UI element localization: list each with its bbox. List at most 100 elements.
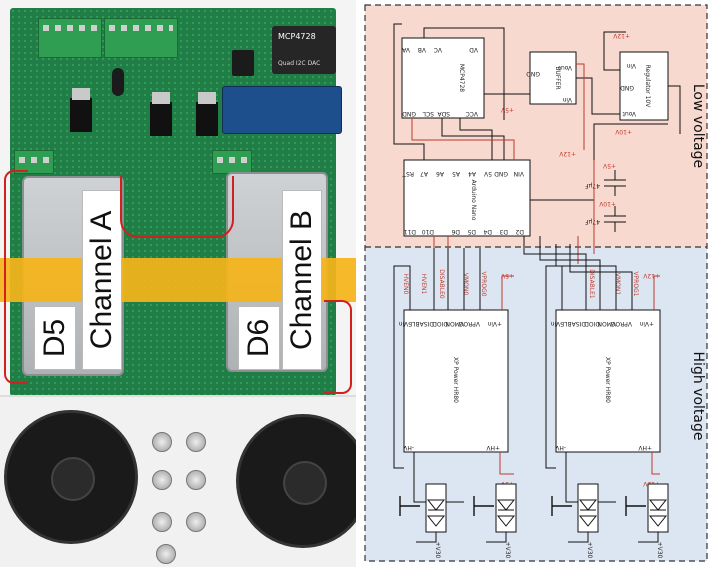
arduino-pin-d3: D3: [499, 228, 508, 235]
led-assembly-4: [647, 483, 669, 533]
bolt-4: [186, 470, 206, 490]
capacitor-2-value: 47μF: [585, 218, 600, 225]
net-label-vprog1: VPROG1: [632, 271, 639, 296]
bolt-3: [152, 470, 172, 490]
dac-module-box: [401, 37, 485, 119]
driver-b-box: [555, 309, 661, 453]
transistor-3: [196, 92, 218, 136]
dac-module: MCP4728 Quad I2C DAC: [272, 26, 336, 74]
arduino-pin-rst: RST: [402, 170, 414, 177]
capacitor-2: [604, 206, 626, 232]
driver-b-pin-vin-neg: -Vin: [551, 320, 562, 327]
arduino-name: Arduino Nano: [470, 180, 477, 221]
power-label-6: +10V: [598, 200, 616, 207]
d5-label-text: D5: [37, 318, 71, 358]
circuit-schematic: Low voltage High voltage MCP4728 VA VB V…: [364, 4, 708, 562]
driver-a-pin-vin-neg: -Vin: [399, 320, 410, 327]
arduino-pin-d11: D11: [404, 228, 416, 235]
screw-terminal-small-right: [212, 150, 252, 174]
output-label-3: +V30: [586, 542, 593, 559]
arduino-box: [403, 159, 531, 237]
dac-pin-gnd: GND: [402, 110, 416, 117]
arduino-pin-gnd: GND: [494, 170, 508, 177]
driver-a-pin-hv-pos: +HV: [485, 444, 500, 451]
dac-pin-va: VA: [401, 46, 410, 53]
capacitor-1-value: 47μF: [585, 182, 600, 189]
screw-terminal-block-left: [38, 18, 102, 58]
net-label-vprog0: VPROG0: [480, 271, 487, 296]
schematic-canvas: Low voltage High voltage MCP4728 VA VB V…: [364, 4, 708, 562]
arduino-pin-a7: A7: [420, 170, 428, 177]
net-label-vmon0: VMON0: [462, 273, 469, 295]
led-assembly-1: [425, 483, 447, 533]
power-label-2: +12V: [612, 32, 630, 39]
channel-a-label-text: Channel A: [85, 210, 119, 350]
regulator-box: [619, 51, 669, 121]
d6-label: D6: [238, 306, 280, 370]
dac-module-label: MCP4728: [278, 32, 316, 41]
led-assembly-3: [577, 483, 599, 533]
buffer-box: [529, 51, 577, 105]
dac-module-sublabel: Quad I2C DAC: [278, 60, 321, 67]
led-assembly-2: [495, 483, 517, 533]
high-voltage-wiring: [393, 236, 633, 503]
dac-pin-vc: VC: [434, 46, 442, 53]
regulator-name: Regulator 10V: [644, 65, 651, 109]
driver-b-pin-disable: DISABLE: [560, 320, 586, 327]
red-wire-center: [120, 176, 234, 238]
channel-b-label-text: Channel B: [285, 209, 319, 351]
dac-pin-sda: SDA: [437, 110, 450, 117]
power-label-1: +5V: [500, 106, 514, 113]
net-label-disable0: DISABLE0: [438, 269, 445, 299]
capacitor-1: [604, 170, 626, 196]
regulator-pin-gnd: GND: [620, 84, 634, 91]
dac-pin-vcc: VCC: [466, 110, 478, 117]
cooling-fan-left: [4, 410, 138, 544]
arduino-pin-a4: A4: [468, 170, 476, 177]
transistor-2: [150, 92, 172, 136]
power-label-3: +10V: [614, 128, 632, 135]
output-label-4: +V30: [656, 542, 663, 559]
buffer-pin-vin: Vin: [562, 96, 572, 103]
driver-a-pin-diod: DIOD: [432, 320, 448, 327]
channel-a-label: Channel A: [82, 190, 122, 370]
dac-pin-vb: VB: [418, 46, 426, 53]
transistor-symbols: [399, 496, 646, 516]
ic-chip: [232, 50, 254, 76]
regulator-pin-vin: Vin: [626, 62, 636, 69]
low-voltage-signal-wiring: [411, 63, 595, 264]
arduino-pin-5v: 5V: [483, 170, 492, 177]
driver-b-pin-diod: DIOD: [584, 320, 600, 327]
buffer-pin-gnd: GND: [526, 70, 540, 77]
driver-b-name: XP Power HR80: [604, 357, 611, 403]
dac-pin-vd: VD: [469, 46, 478, 53]
arduino-pin-d5: D5: [467, 228, 476, 235]
high-voltage-red-wiring: [433, 236, 660, 475]
d5-label: D5: [34, 306, 76, 370]
power-label-8: +12V: [642, 272, 660, 279]
arduino-pin-d6: D6: [451, 228, 460, 235]
arduino-pin-a5: A5: [452, 170, 460, 177]
cooling-fan-right: [236, 414, 356, 548]
driver-b-pin-hv-pos: +HV: [637, 444, 652, 451]
dac-pin-scl: SCL: [422, 110, 434, 117]
driver-a-pin-hv-neg: -HV: [402, 444, 414, 451]
hardware-photo: MCP4728 Quad I2C DAC Channel A Channel B…: [0, 0, 356, 567]
high-voltage-label: High voltage: [690, 352, 706, 441]
bolt-2: [186, 432, 206, 452]
driver-a-pin-vin-pos: +Vin: [487, 320, 502, 327]
d6-label-text: D6: [241, 318, 275, 358]
transistor-1: [70, 88, 92, 132]
net-label-hven0: HVEN0: [402, 274, 409, 295]
output-label-1: +V30: [434, 542, 441, 559]
arduino-pin-vin: VIN: [514, 170, 524, 177]
bolt-7: [156, 544, 176, 564]
driver-b-pin-vprog: VPROG: [610, 320, 632, 327]
buffer-name: BUFFER: [554, 66, 561, 89]
power-label-5: +5V: [602, 162, 616, 169]
arduino-pin-d4: D4: [483, 228, 492, 235]
power-label-4: +12V: [558, 150, 576, 157]
outer-border: [364, 4, 708, 562]
screw-terminal-block-right: [104, 18, 178, 58]
driver-a-name: XP Power HR80: [452, 357, 459, 403]
